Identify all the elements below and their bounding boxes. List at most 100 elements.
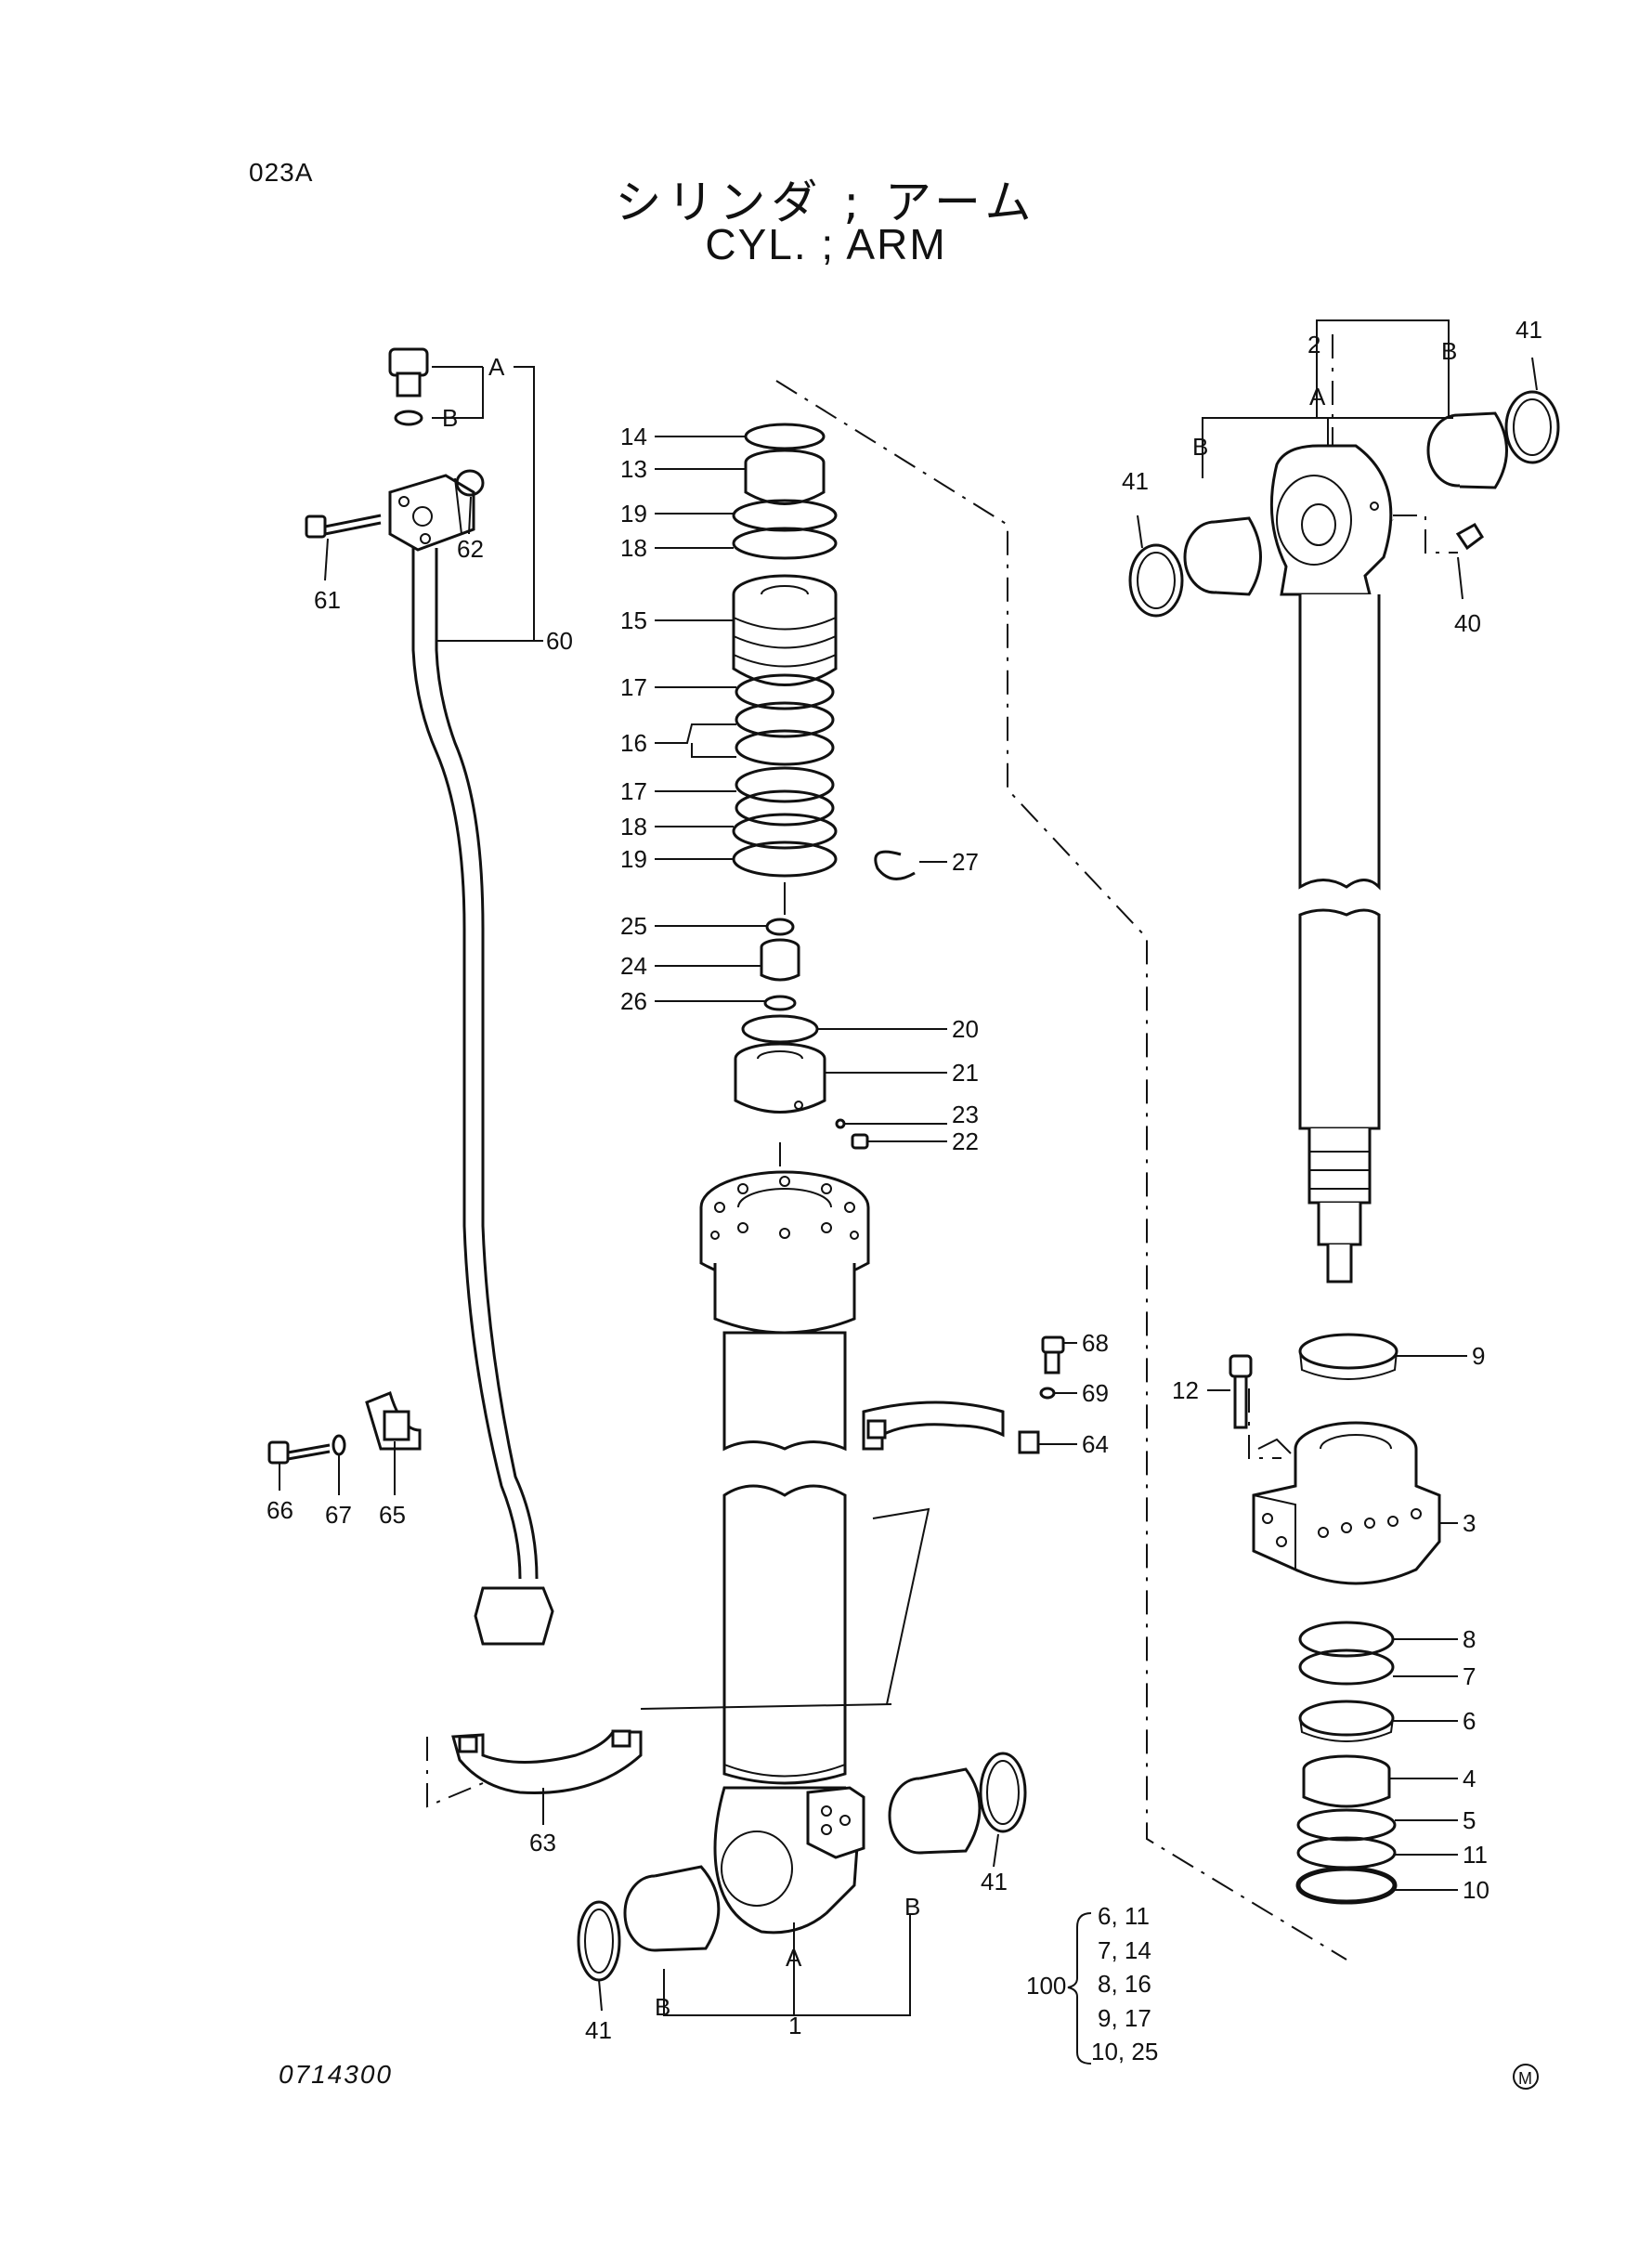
seal-ring-icon [735,701,835,738]
callout-19: 19 [620,845,647,873]
seal-kit-group: 100 6, 11 7, 14 8, 16 9, 17 10, 25 [1026,1902,1158,2065]
callout-labels: 14 13 19 18 15 17 16 17 18 19 27 25 24 2… [267,316,1542,2044]
callout-22: 22 [952,1127,979,1155]
bushing-icon [760,938,800,982]
clamp-icon [365,1390,422,1451]
callout-61: 61 [314,586,341,614]
piston-stack [732,423,916,1150]
bushing-icon [623,1865,721,1952]
seal-ring-icon [1513,398,1552,456]
bolt-icon [1041,1335,1065,1375]
head-seals [1295,1621,1398,1905]
seal-ring-icon [1298,1700,1395,1737]
seal-ring-icon [1296,1836,1397,1870]
manufacturer-mark: M [1513,2064,1539,2090]
callout-4: 4 [1463,1765,1476,1792]
seal-ring-icon [735,766,835,803]
seal-ring-icon [735,673,835,710]
callout-62: 62 [457,535,484,563]
seal-ring-icon [735,789,835,827]
letter-B: B [1192,433,1208,461]
callout-6: 6 [1463,1707,1476,1735]
piston-nut-icon [734,1042,826,1114]
letter-B: B [655,1993,670,2021]
callout-21: 21 [952,1059,979,1087]
callout-41: 41 [1515,316,1542,344]
letter-B: B [904,1893,920,1921]
callout-10: 10 [1463,1876,1489,1904]
pipe-outline [435,548,539,1580]
callout-27: 27 [952,848,979,876]
steel-ball-icon [835,1118,846,1129]
o-ring-icon [394,410,423,426]
callout-41: 41 [981,1868,1008,1896]
seal-ring-icon [1128,543,1184,618]
reference-letters: A B A B B A B B [442,337,1457,2021]
callout-16: 16 [620,729,647,757]
bolt-icon [1229,1354,1253,1429]
callout-7: 7 [1463,1662,1476,1690]
seal-ring-icon [1137,552,1176,609]
callout-41: 41 [585,2016,612,2044]
callout-5: 5 [1463,1806,1476,1834]
seal-ring-icon [744,423,826,450]
kit-row: 6, 11 [1098,1902,1150,1930]
bushing-icon [744,449,826,505]
seal-ring-icon [735,729,835,766]
bolt-icon [267,1440,331,1465]
seal-ring-icon [1298,1333,1398,1370]
title-english: CYL. ; ARM [705,220,947,268]
callout-17: 17 [620,777,647,805]
o-ring-icon [1295,1866,1398,1905]
callout-8: 8 [1463,1625,1476,1653]
letter-A: A [786,1944,802,1972]
callout-69: 69 [1082,1379,1109,1407]
seal-ring-icon [732,527,838,560]
seal-ring-icon [584,1909,614,1974]
bushing-icon [1426,411,1508,489]
seal-ring-icon [986,1760,1020,1825]
clamp-icon [451,1729,643,1794]
callout-20: 20 [952,1015,979,1043]
pipe-flange-block [388,474,475,552]
callout-25: 25 [620,912,647,940]
mark-letter: M [1518,2069,1532,2088]
callout-18: 18 [620,534,647,562]
seal-ring-icon [741,1014,819,1044]
grease-fitting-icon [1455,522,1484,551]
letter-B: B [442,404,458,432]
clamp-icon [862,1401,1040,1454]
kit-row: 9, 17 [1098,2004,1151,2032]
callout-41: 41 [1122,467,1149,495]
callout-26: 26 [620,987,647,1015]
o-ring-icon [455,469,485,497]
bushing-icon [1302,1754,1391,1808]
seal-ring-icon [765,918,795,936]
callout-68: 68 [1082,1329,1109,1357]
callout-14: 14 [620,423,647,450]
callout-13: 13 [620,455,647,483]
callout-67: 67 [325,1501,352,1529]
callout-2: 2 [1307,331,1320,358]
callout-40: 40 [1454,609,1481,637]
callout-60: 60 [546,627,573,655]
letter-B: B [1441,337,1457,365]
letter-A: A [1309,383,1326,410]
seal-ring-icon [1504,390,1560,464]
callout-15: 15 [620,606,647,634]
bushing-icon [888,1767,982,1855]
kit-row: 7, 14 [1098,1936,1151,1964]
callout-23: 23 [952,1101,979,1128]
piston-rod [1269,444,1393,1283]
callout-11: 11 [1463,1841,1488,1869]
callout-64: 64 [1082,1430,1109,1458]
pipe-icon [411,548,522,1580]
snap-ring-icon [874,850,916,880]
seal-ring-icon [732,813,838,850]
callout-63: 63 [529,1829,556,1857]
page-code: 023A [249,158,314,187]
callout-3: 3 [1463,1509,1476,1537]
bushing-icon [1183,516,1262,596]
seal-ring-icon [763,995,797,1011]
